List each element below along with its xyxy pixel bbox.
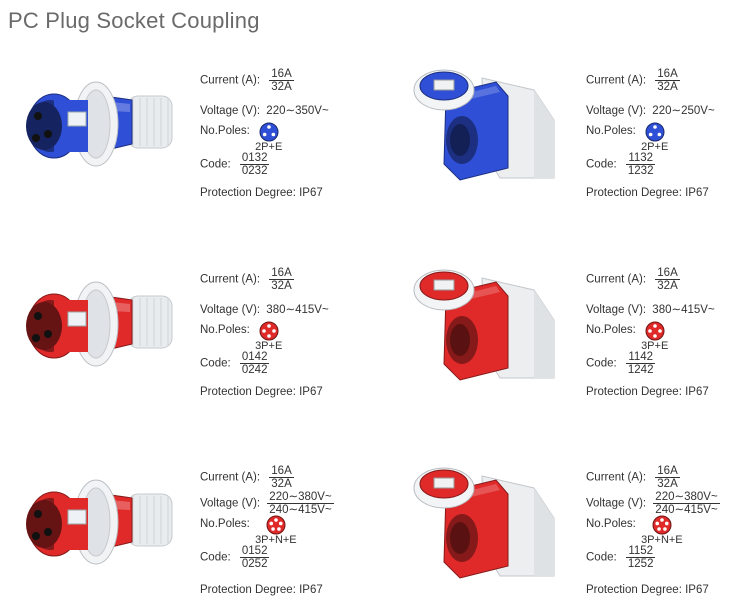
current-label: Current (A): [200, 471, 261, 484]
voltage-label: Voltage (V): [586, 497, 647, 510]
voltage-value: 220∼250V~ [652, 105, 715, 117]
voltage-label: Voltage (V): [200, 497, 261, 510]
voltage-row: Voltage (V): 220∼250V~ [586, 104, 715, 118]
current-label: Current (A): [586, 74, 647, 87]
code-label: Code: [200, 357, 231, 370]
plug-image [20, 60, 180, 195]
voltage-row: Voltage (V): 380∼415V~ [200, 303, 329, 317]
poles-value: 2P+E [641, 122, 668, 153]
code-label: Code: [586, 158, 617, 171]
poles-row: No.Poles: 2P+E [586, 122, 668, 153]
socket-image [404, 458, 574, 593]
poles-row: No.Poles: 3P+E [586, 321, 668, 352]
poles-label: No.Poles: [200, 324, 250, 336]
current-label: Current (A): [586, 273, 647, 286]
poles-label: No.Poles: [586, 324, 636, 336]
poles-row: No.Poles: 3P+N+E [586, 515, 683, 546]
code-label: Code: [586, 357, 617, 370]
current-label: Current (A): [200, 273, 261, 286]
current-label: Current (A): [586, 471, 647, 484]
voltage-value: 380∼415V~ [652, 304, 715, 316]
poles-row: No.Poles: 3P+E [200, 321, 282, 352]
voltage-label: Voltage (V): [586, 105, 647, 117]
current-label: Current (A): [200, 74, 261, 87]
pole-config-icon [259, 321, 279, 341]
voltage-value: 220∼380V~240∼415V~ [653, 491, 720, 516]
socket-image [404, 260, 574, 395]
poles-value: 3P+N+E [641, 515, 683, 546]
protection-degree: Protection Degree: IP67 [200, 584, 323, 596]
pole-config-icon [645, 122, 665, 142]
poles-label: No.Poles: [586, 125, 636, 137]
protection-degree: Protection Degree: IP67 [586, 584, 709, 596]
voltage-value: 380∼415V~ [266, 304, 329, 316]
poles-row: No.Poles: 2P+E [200, 122, 282, 153]
protection-degree: Protection Degree: IP67 [200, 187, 323, 199]
poles-value: 2P+E [255, 122, 282, 153]
pole-config-icon [266, 515, 286, 535]
page-title: PC Plug Socket Coupling [8, 8, 260, 33]
voltage-row: Voltage (V): 380∼415V~ [586, 303, 715, 317]
code-label: Code: [200, 551, 231, 564]
poles-value: 3P+E [255, 321, 282, 352]
code-label: Code: [586, 551, 617, 564]
poles-row: No.Poles: 3P+N+E [200, 515, 297, 546]
protection-degree: Protection Degree: IP67 [586, 386, 709, 398]
poles-label: No.Poles: [200, 125, 250, 137]
voltage-row: Voltage (V): 220∼380V~240∼415V~ [586, 491, 720, 516]
pole-config-icon [652, 515, 672, 535]
poles-label: No.Poles: [200, 518, 250, 530]
voltage-value: 220∼380V~240∼415V~ [267, 491, 334, 516]
voltage-row: Voltage (V): 220∼350V~ [200, 104, 329, 118]
plug-image [20, 260, 180, 395]
protection-degree: Protection Degree: IP67 [200, 386, 323, 398]
protection-degree: Protection Degree: IP67 [586, 187, 709, 199]
poles-value: 3P+E [641, 321, 668, 352]
voltage-label: Voltage (V): [200, 105, 261, 117]
voltage-label: Voltage (V): [586, 304, 647, 316]
pole-config-icon [645, 321, 665, 341]
socket-image [404, 60, 574, 195]
code-label: Code: [200, 158, 231, 171]
voltage-row: Voltage (V): 220∼380V~240∼415V~ [200, 491, 334, 516]
pole-config-icon [259, 122, 279, 142]
poles-value: 3P+N+E [255, 515, 297, 546]
poles-label: No.Poles: [586, 518, 636, 530]
voltage-value: 220∼350V~ [266, 105, 329, 117]
voltage-label: Voltage (V): [200, 304, 261, 316]
plug-image [20, 458, 180, 593]
